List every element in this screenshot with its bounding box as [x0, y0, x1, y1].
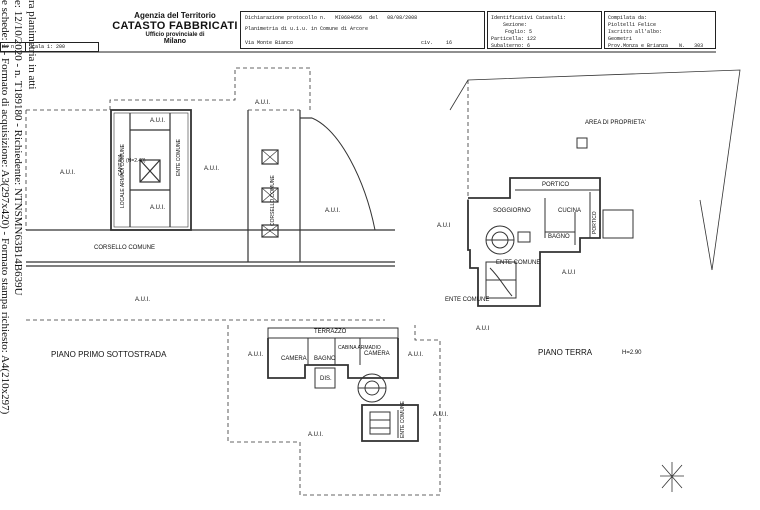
civ-number: 16: [446, 40, 453, 46]
label-aui-terra-right: A.U.I: [562, 270, 576, 276]
label-bagno-lower: BAGNO: [314, 356, 336, 362]
label-aui-ramp: A.U.I.: [325, 208, 341, 214]
agency-name: Agenzia del Territorio: [134, 11, 216, 20]
plan-text: Planimetria di u.i.u. in Comune di Arcor…: [245, 26, 369, 32]
label-soggiorno: SOGGIORNO: [493, 208, 531, 214]
ident-sezione: Sezione:: [503, 22, 528, 28]
agency-block: Agenzia del Territorio CATASTO FABBRICAT…: [110, 11, 240, 45]
compiler-box: Compilata da: Pioltelli Felice Iscritto …: [604, 11, 716, 49]
label-dis: DIS.: [320, 376, 332, 382]
albo-value: Geometri: [608, 36, 633, 42]
label-aui-cantina-bottom: A.U.I.: [150, 205, 166, 211]
label-cabina-armadio: CABINA ARMADIO: [338, 345, 381, 351]
scale-value: Scala 1: 200: [29, 44, 66, 50]
label-aui-cantina-top: A.U.I.: [150, 118, 166, 124]
label-aui-lower-bottom: A.U.I.: [308, 432, 324, 438]
label-portico-top: PORTICO: [542, 182, 570, 188]
label-aui-center: A.U.I.: [204, 166, 220, 172]
label-ente-comune-terra: ENTE COMUNE: [496, 260, 541, 266]
label-locale-armadi: LOCALE ARMADI COMUNE: [120, 144, 126, 208]
label-corsello-vertical: CORSELLO COMUNE: [270, 175, 276, 226]
civ-label: civ.: [421, 40, 434, 46]
ident-foglio: Foglio: 5: [505, 29, 533, 35]
office-label: Ufficio provinciale di: [145, 32, 205, 38]
identifiers-box: Identificativi Catastali: Sezione: Fogli…: [487, 11, 602, 49]
scale-prefix: da n: [2, 44, 15, 50]
ident-subalterno: Subalterno: 6: [491, 43, 531, 49]
ident-title: Identificativi Catastali:: [491, 15, 567, 21]
label-piano-terra: PIANO TERRA: [538, 348, 593, 357]
label-terrazzo: TERRAZZO: [314, 329, 347, 335]
label-aui-corsello-below: A.U.I.: [135, 297, 151, 303]
num-label: N.: [679, 43, 686, 49]
label-aui-lower-right: A.U.I.: [408, 352, 424, 358]
province: Prov.Monza e Brianza: [608, 43, 669, 49]
label-corsello: CORSELLO COMUNE: [94, 245, 156, 251]
label-camera-left: CAMERA: [281, 356, 307, 362]
compiler-label: Compilata da:: [608, 15, 648, 21]
num-value: 303: [694, 43, 704, 49]
decl-label: Dichiarazione protocollo n.: [245, 15, 327, 21]
label-camera-right: CAMERA: [364, 351, 390, 357]
label-ente-comune-left: ENTE COMUNE: [176, 139, 182, 176]
label-portico-side: PORTICO: [592, 211, 598, 234]
label-aui-top: A.U.I.: [255, 100, 271, 106]
label-cantina-h: (H=2.40): [126, 158, 146, 164]
label-aui-terra-left: A.U.I: [437, 223, 451, 229]
label-aui-lower-left: A.U.I.: [248, 352, 264, 358]
label-cucina: CUCINA: [558, 208, 582, 214]
ident-particella: Particella: 122: [491, 36, 537, 42]
compiler-name: Pioltelli Felice: [608, 22, 657, 28]
decl-date: 08/08/2008: [387, 15, 418, 21]
albo-label: Iscritto all'albo:: [608, 29, 663, 35]
label-piano-primo: PIANO PRIMO SOTTOSTRADA: [51, 350, 167, 359]
north-arrow: [660, 462, 684, 492]
label-aui-lower-side: A.U.I.: [433, 412, 449, 418]
catasto-title: CATASTO FABBRICATI: [112, 20, 238, 32]
decl-del: del: [369, 15, 379, 21]
label-bagno-terra: BAGNO: [548, 234, 570, 240]
label-height: H=2.90: [622, 350, 642, 356]
office-city: Milano: [163, 38, 187, 45]
label-aui-left: A.U.I.: [60, 170, 76, 176]
label-aui-terra-bottom: A.U.I: [476, 326, 490, 332]
label-ente-comune-terra-bottom: ENTE COMUNE: [445, 297, 490, 303]
street: Via Monte Bianco: [245, 40, 294, 46]
declaration-box: Dichiarazione protocollo n. MI0684656 de…: [240, 11, 485, 49]
label-area: AREA DI PROPRIETA': [585, 120, 646, 126]
decl-number: MI0684656: [335, 15, 363, 21]
label-ente-comune-lower: ENTE COMUNE: [400, 401, 406, 438]
